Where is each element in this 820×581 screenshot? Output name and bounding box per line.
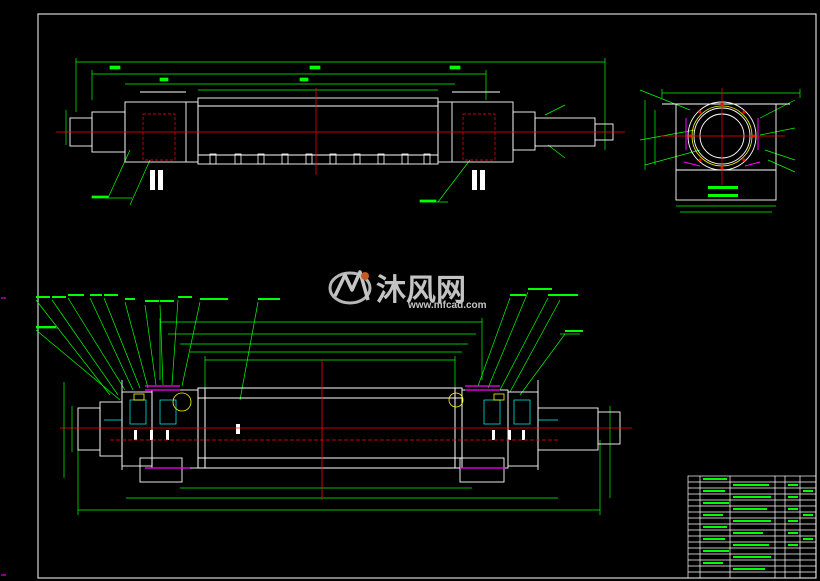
mfcad-logo-icon xyxy=(328,270,372,305)
watermark: 沐风网 www.mfcad.com xyxy=(328,270,487,311)
roller-section-view xyxy=(35,288,632,515)
watermark-url-text: www.mfcad.com xyxy=(407,300,487,311)
roller-side-view xyxy=(639,88,801,213)
watermark-brand-text: 沐风网 xyxy=(376,273,466,308)
roller-top-view xyxy=(56,58,625,206)
parts-list-table xyxy=(687,475,817,579)
